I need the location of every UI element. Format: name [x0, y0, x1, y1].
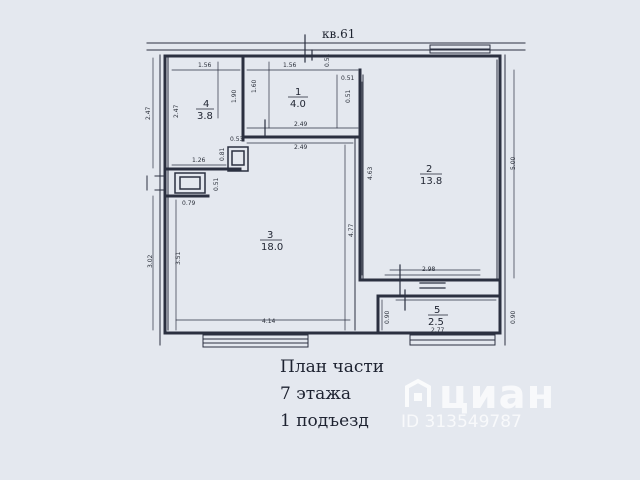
dimension-lines	[152, 57, 515, 331]
dimension-labels: 1.56 1.56 0.51 0.51 2.47 2.47 1.90 1.60 …	[145, 53, 517, 334]
dim-label: 2.77	[431, 327, 445, 334]
dim-label: 0.51	[213, 177, 220, 191]
dim-label: 0.81	[219, 147, 226, 161]
apartment-label: кв.61	[322, 27, 355, 41]
room-3-number: 3	[267, 230, 273, 241]
room-labels: 1 4.0 2 13.8 3 18.0 4 3.8 5 2.5	[196, 87, 448, 328]
dim-label: 0.79	[182, 200, 196, 207]
dim-label: 1.56	[283, 62, 297, 69]
room-2-area: 13.8	[420, 176, 442, 187]
room-1-number: 1	[295, 87, 301, 98]
thin-walls	[146, 54, 506, 346]
bathroom-fixtures	[174, 146, 249, 194]
dim-label: 1.60	[251, 79, 258, 93]
dim-label: 1.90	[231, 89, 238, 103]
dim-label: 4.77	[348, 223, 355, 237]
dim-label: 3.02	[147, 254, 154, 268]
dim-label: 2.47	[145, 106, 152, 120]
room-2-number: 2	[426, 164, 432, 175]
window-top	[429, 44, 491, 54]
window-bottom	[202, 334, 496, 348]
outer-wall-top	[146, 42, 526, 51]
dim-label: 4.63	[367, 166, 374, 180]
cian-logo-icon	[405, 378, 431, 407]
dim-label: 4.14	[262, 318, 276, 325]
dim-label: 2.98	[422, 266, 436, 273]
dim-label: 0.90	[510, 310, 517, 324]
dim-label: 3.51	[175, 251, 182, 265]
dim-label: 2.49	[294, 121, 308, 128]
listing-id: ID 313549787	[401, 412, 522, 432]
dim-label: 1.26	[192, 157, 206, 164]
dim-label: 2.49	[294, 144, 308, 151]
dim-label: 0.53	[230, 136, 244, 143]
dim-label: 0.51	[324, 53, 331, 67]
room-4-number: 4	[203, 99, 209, 110]
tick-marks	[264, 34, 446, 311]
room-3-area: 18.0	[261, 242, 283, 253]
dim-label: 0.51	[345, 89, 352, 103]
room-5-number: 5	[434, 305, 440, 316]
caption-line-1: План части	[280, 357, 385, 377]
plan-caption: План части 7 этажа 1 подъезд	[280, 354, 384, 435]
room-4-area: 3.8	[197, 111, 213, 122]
caption-line-2: 7 этажа	[280, 384, 352, 404]
room-5-area: 2.5	[428, 317, 444, 328]
dim-label: 5.00	[510, 156, 517, 170]
dim-label: 2.47	[173, 104, 180, 118]
caption-line-3: 1 подъезд	[280, 411, 369, 431]
dim-label: 0.51	[341, 75, 355, 82]
dim-label: 1.56	[198, 62, 212, 69]
apartment-walls	[163, 54, 502, 335]
dim-label: 0.90	[384, 310, 391, 324]
cian-brand: циан	[439, 372, 556, 418]
room-1-area: 4.0	[290, 99, 306, 110]
cian-watermark: циан ID 313549787	[401, 372, 556, 432]
